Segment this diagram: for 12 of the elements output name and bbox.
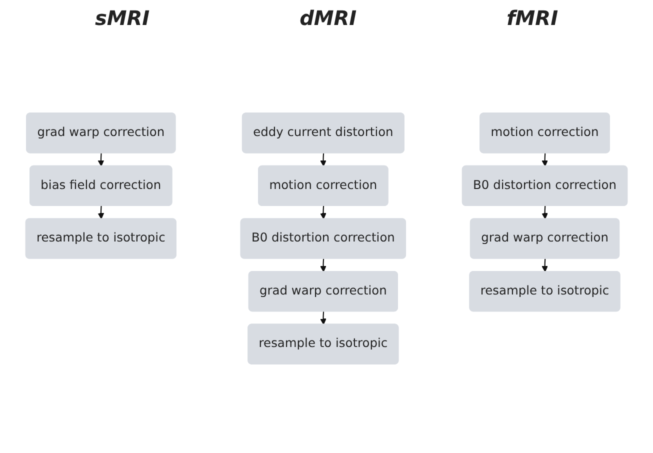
arrow xyxy=(542,206,548,220)
arrow xyxy=(320,206,326,220)
column-heading: fMRI xyxy=(506,6,558,30)
arrow xyxy=(542,258,548,272)
arrow xyxy=(98,153,104,166)
arrow xyxy=(320,258,326,272)
arrow xyxy=(320,312,326,325)
arrow xyxy=(542,153,548,166)
column-heading: sMRI xyxy=(94,6,150,30)
column-heading: dMRI xyxy=(300,6,357,30)
arrow xyxy=(98,206,104,220)
arrow xyxy=(320,153,326,166)
